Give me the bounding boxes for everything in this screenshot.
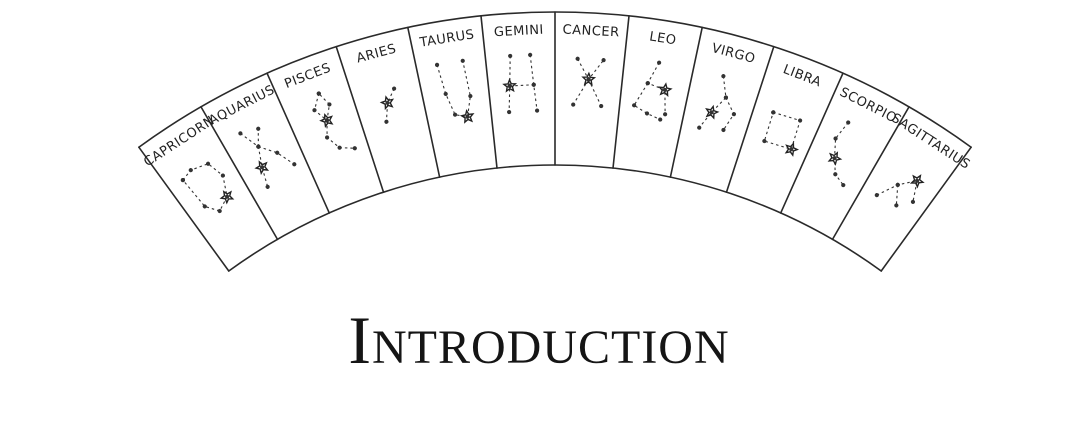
sign-label-leo: LEO (648, 29, 677, 48)
star-icon (732, 112, 736, 116)
star-icon (461, 59, 465, 63)
sign-label-virgo: VIRGO (710, 41, 757, 67)
constellation-scorpio (816, 118, 872, 187)
sign-label-aquarius: AQUARIUS (207, 83, 278, 129)
sign-label-libra: LIBRA (781, 62, 824, 90)
star-icon (895, 182, 900, 187)
star-icon (256, 144, 261, 149)
star-icon (646, 81, 650, 85)
page-title: Introduction (0, 306, 1078, 374)
constellation-leo (631, 58, 675, 122)
constellation-cancer (571, 57, 605, 108)
zodiac-panel-capricorn: CAPRICORN (141, 113, 240, 221)
star-icon (645, 111, 649, 115)
sign-label-cancer: CANCER (562, 22, 620, 40)
zodiac-panel-aquarius: AQUARIUS (207, 83, 301, 190)
zodiac-panel-libra: LIBRA (760, 62, 824, 156)
constellation-aries (376, 86, 404, 124)
constellation-line (437, 61, 473, 121)
star-icon (508, 54, 512, 58)
star-icon (894, 203, 899, 208)
panel-divider (727, 47, 774, 193)
sign-label-capricorn: CAPRICORN (141, 113, 217, 170)
star-icon (392, 86, 396, 90)
star-icon (352, 146, 357, 151)
constellation-line (877, 167, 924, 214)
star-icon (325, 135, 330, 140)
constellation-virgo (697, 71, 745, 137)
star-icon (256, 126, 261, 131)
constellation-capricorn (178, 155, 240, 222)
star-icon (532, 83, 536, 87)
star-icon (632, 103, 636, 107)
star-icon (528, 53, 532, 57)
star-icon (874, 193, 879, 198)
panel-divider (670, 27, 702, 177)
zodiac-panel-scorpio: SCORPIO (816, 85, 899, 188)
star-icon (910, 199, 915, 204)
zodiac-panel-sagittarius: SAGITTARIUS (874, 111, 972, 216)
star-icon (337, 145, 342, 150)
zodiac-panel-cancer: CANCER (562, 22, 620, 108)
star-icon (188, 168, 193, 173)
star-icon (657, 61, 661, 65)
constellation-libra (760, 108, 808, 156)
star-icon (721, 74, 725, 78)
constellation-taurus (435, 58, 476, 125)
star-icon (587, 77, 591, 81)
zodiac-panel-virgo: VIRGO (697, 41, 757, 138)
sign-label-taurus: TAURUS (418, 27, 476, 51)
constellation-line (763, 110, 802, 151)
star-icon (762, 139, 767, 144)
star-icon (571, 103, 575, 107)
panel-divider (336, 47, 383, 193)
star-icon (265, 184, 270, 189)
star-icon (602, 58, 606, 62)
constellation-gemini (502, 53, 539, 114)
constellation-line (888, 185, 906, 206)
zodiac-panel-taurus: TAURUS (418, 27, 476, 125)
panel-divider (781, 73, 843, 213)
star-icon (771, 110, 776, 115)
star-icon (663, 112, 667, 116)
zodiac-panel-gemini: GEMINI (494, 23, 545, 114)
sign-label-aries: ARIES (355, 41, 398, 66)
sign-label-pisces: PISCES (283, 61, 334, 92)
zodiac-panel-aries: ARIES (355, 41, 404, 123)
star-icon (220, 173, 225, 178)
constellation-line (181, 157, 238, 219)
star-icon (468, 94, 472, 98)
constellation-line (251, 129, 265, 147)
star-icon (217, 209, 222, 214)
star-icon (798, 118, 803, 123)
star-icon (507, 110, 511, 114)
star-icon (292, 162, 297, 167)
star-icon (444, 92, 448, 96)
sign-label-gemini: GEMINI (494, 23, 545, 41)
constellation-line (379, 89, 402, 122)
star-icon (658, 118, 662, 122)
arch-inner-edge (229, 165, 881, 271)
constellation-pisces (307, 86, 357, 159)
constellation-sagittarius (874, 161, 928, 217)
constellation-line (699, 74, 731, 133)
star-icon (833, 172, 838, 177)
zodiac-panel-leo: LEO (631, 29, 678, 122)
constellation-line (240, 129, 276, 187)
star-icon (312, 108, 317, 113)
constellation-line (818, 121, 869, 185)
star-icon (697, 125, 701, 129)
star-icon (599, 104, 603, 108)
star-icon (453, 113, 457, 117)
star-icon (535, 109, 539, 113)
star-icon (576, 57, 580, 61)
star-icon (435, 63, 439, 67)
star-icon (508, 84, 512, 88)
star-icon (384, 120, 388, 124)
